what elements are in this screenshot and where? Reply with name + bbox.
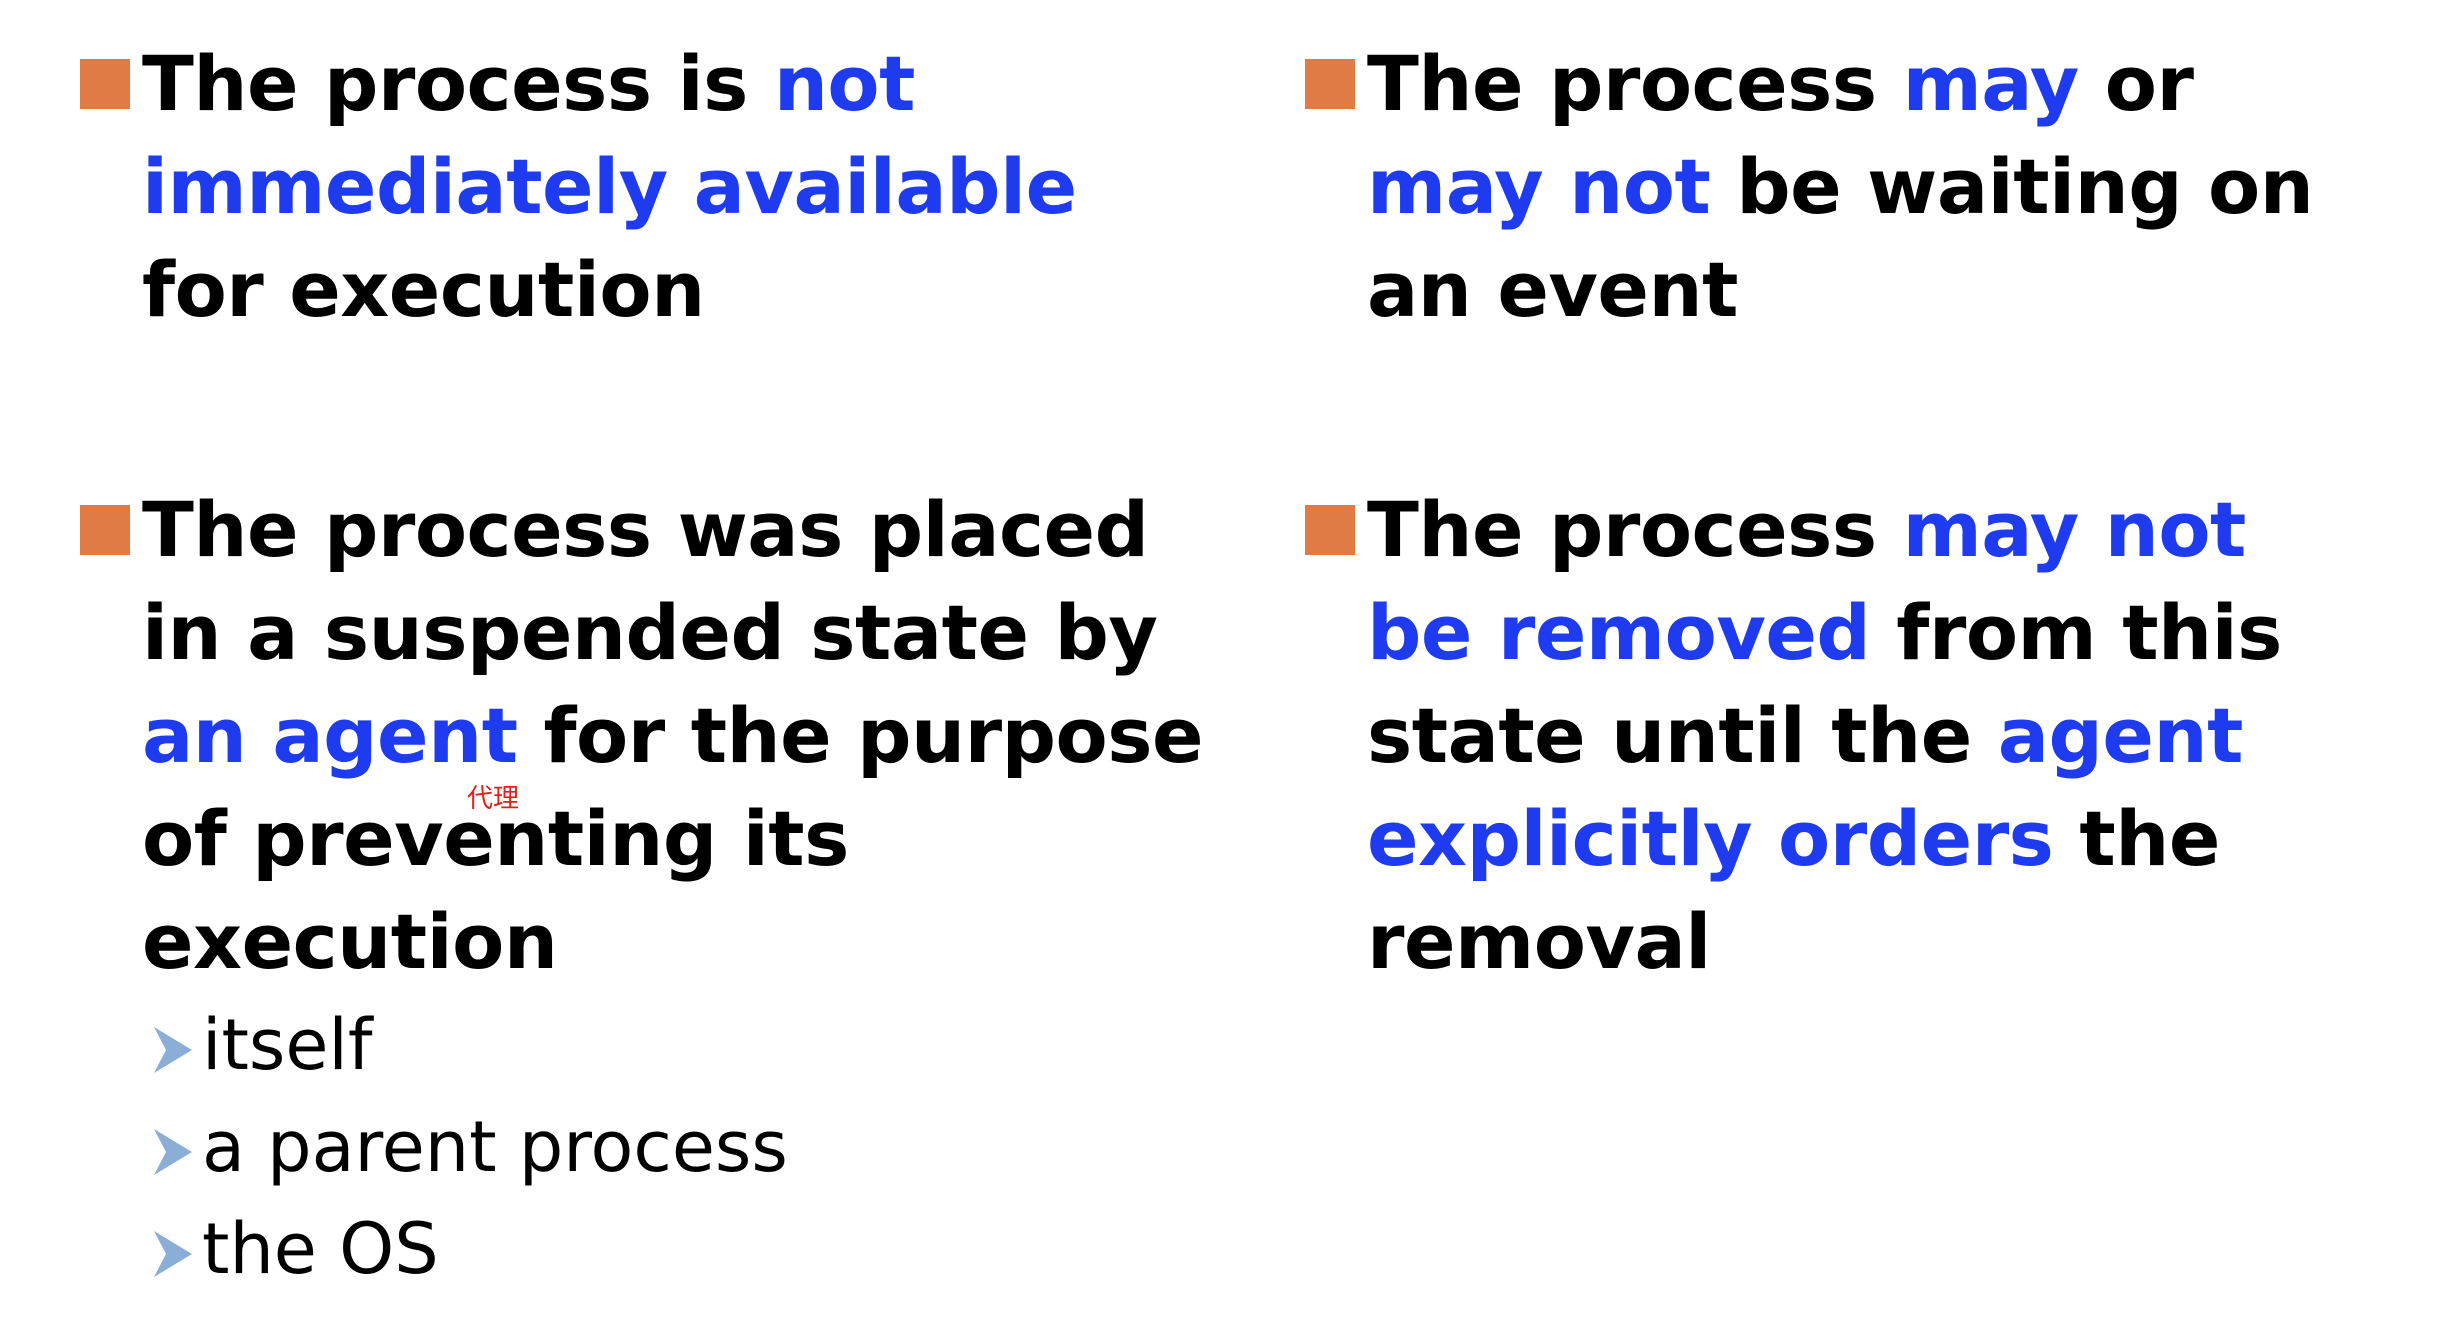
bullet-line: state until the agent [1367,684,2282,787]
body-text: in a suspended state by [142,588,1158,677]
body-text: removal [1367,897,1711,986]
bullet-line: may not be waiting on [1367,135,2314,238]
body-text: be waiting on [1710,142,2314,231]
bullet-line: removal [1367,890,2282,993]
arrow-bullet-icon [154,1027,192,1073]
highlighted-text: agent [1997,691,2244,780]
bullet-line: an event [1367,238,2313,341]
bullet-placed-by-agent: The process was placed in a suspended sta… [80,478,1204,993]
highlighted-text: an agent [142,691,518,780]
arrow-bullet-icon [154,1129,192,1175]
sub-item-itself: itself [152,994,788,1096]
sub-item-parent-process: a parent process [152,1096,788,1198]
sub-item-the-os: the OS [152,1198,788,1300]
bullet-text: The process was placed in a suspended sta… [142,478,1204,993]
square-bullet-icon [80,59,130,109]
sub-item-label: a parent process [202,1106,788,1188]
body-text: The process [1367,39,1903,128]
body-text: execution [142,897,558,986]
body-text: The process [1367,485,1903,574]
body-text: the [2053,794,2220,883]
bullet-line: The process may not [1367,478,2282,581]
body-text: The process is [142,39,774,128]
sub-item-label: itself [202,1004,373,1086]
square-bullet-icon [1305,505,1355,555]
body-text: from this [1870,588,2282,677]
bullet-line: The process was placed [142,478,1203,581]
highlighted-text: explicitly orders [1367,794,2054,883]
bullet-line: The process is not [142,32,1077,135]
highlighted-text: may not [1902,485,2247,574]
bullet-line: immediately available [142,135,1077,238]
body-text: The process was placed [142,485,1149,574]
square-bullet-icon [80,505,130,555]
body-text: for execution [142,245,705,334]
bullet-line: execution [142,890,1203,993]
body-text: or [2078,39,2194,128]
annotation-agent-translation: 代理 [467,784,520,814]
body-text: for the purpose [517,691,1204,780]
sub-item-label: the OS [202,1208,439,1290]
highlighted-text: immediately available [142,142,1077,231]
agent-sub-list: itself a parent process the OS [152,994,788,1300]
bullet-line: an agent for the purpose [142,684,1204,787]
square-bullet-icon [1305,59,1355,109]
body-text: state until the [1367,691,1998,780]
arrow-bullet-icon [154,1231,192,1277]
bullet-line: in a suspended state by [142,581,1203,684]
bullet-line: be removed from this [1367,581,2282,684]
highlighted-text: be removed [1367,588,1871,677]
body-text: of preventing its [142,794,849,883]
highlighted-text: may [1902,39,2080,128]
bullet-line: of preventing its [142,787,1203,890]
bullet-line: for execution [142,238,1077,341]
bullet-line: explicitly orders the [1367,787,2282,890]
highlighted-text: may not [1367,142,1711,231]
highlighted-text: not [773,39,916,128]
bullet-line: The process may or [1367,32,2313,135]
body-text: an event [1367,245,1738,334]
